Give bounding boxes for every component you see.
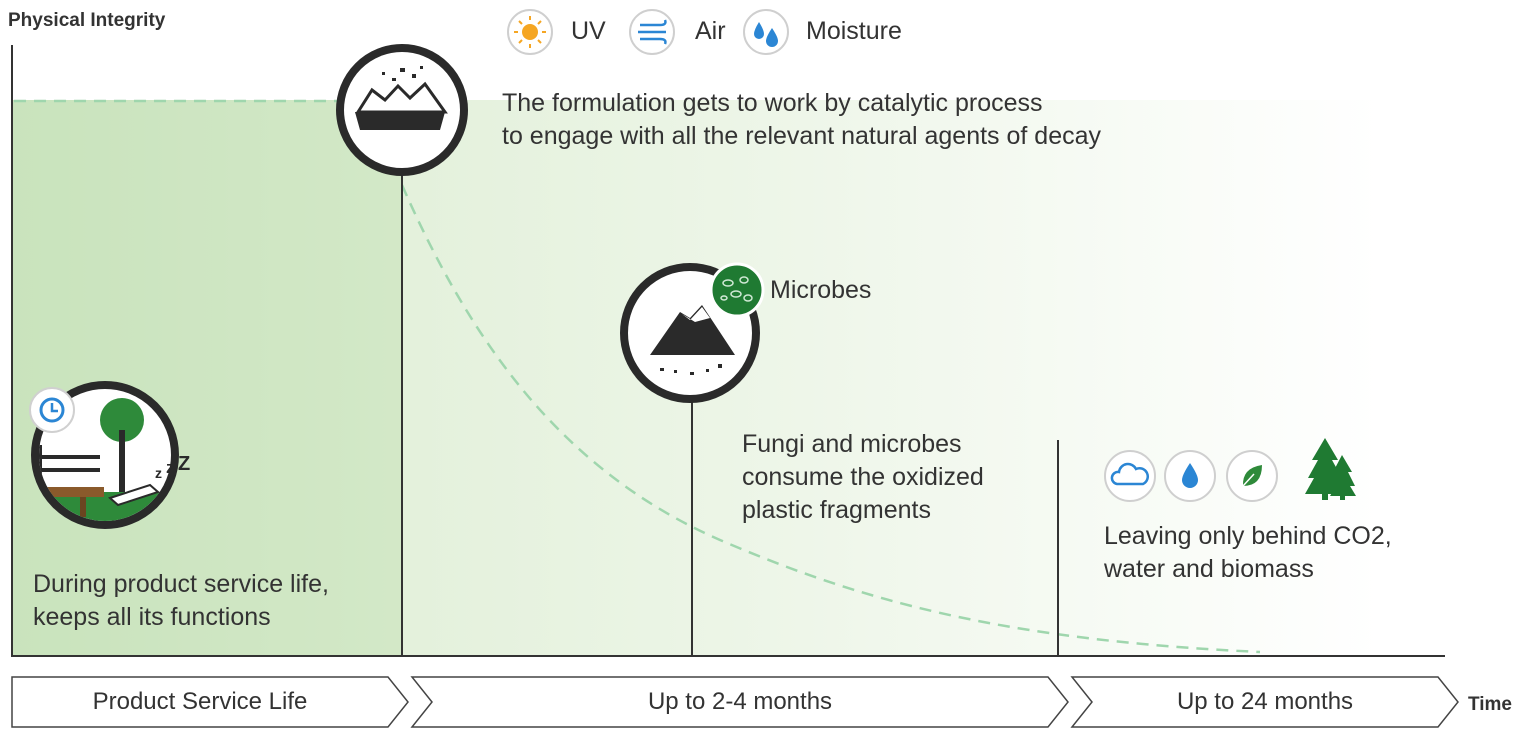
phase-arrow-3	[1070, 676, 1459, 728]
microbes-label: Microbes	[770, 276, 872, 304]
service-life-text-line2: keeps all its functions	[33, 603, 271, 631]
microbes-text: Fungi and microbes consume the oxidized …	[742, 428, 1042, 527]
microbes-text-line3: plastic fragments	[742, 496, 931, 524]
svg-text:z: z	[155, 465, 162, 481]
agent-label-air: Air	[695, 17, 726, 45]
service-life-text: During product service life, keeps all i…	[33, 568, 393, 634]
svg-text:z: z	[166, 458, 175, 477]
phase-label-2-4-months: Up to 2-4 months	[647, 688, 833, 715]
phase-arrow-1	[11, 676, 409, 728]
oxidation-text-line2: to engage with all the relevant natural …	[502, 122, 1102, 150]
oxidation-text-line1: The formulation gets to work by catalyti…	[502, 89, 1043, 117]
service-life-area	[12, 100, 402, 655]
end-text: Leaving only behind CO2, water and bioma…	[1104, 520, 1464, 586]
agent-label-uv: UV	[571, 17, 606, 45]
y-axis-title: Physical Integrity	[8, 10, 166, 31]
sun-icon	[507, 9, 553, 55]
end-text-line2: water and biomass	[1104, 555, 1314, 583]
service-life-text-line1: During product service life,	[33, 570, 329, 598]
water-drops-icon	[743, 9, 789, 55]
microbes-text-line2: consume the oxidized	[742, 463, 984, 491]
phase-arrow-2	[410, 676, 1069, 728]
wind-icon	[629, 9, 675, 55]
container-fragmenting-icon	[336, 44, 468, 176]
oxidation-text: The formulation gets to work by catalyti…	[502, 87, 1222, 153]
phase-label-service-life: Product Service Life	[92, 688, 308, 715]
agent-label-moisture: Moisture	[806, 17, 902, 45]
end-text-line1: Leaving only behind CO2,	[1104, 522, 1392, 550]
svg-text:Z: Z	[178, 453, 190, 475]
clock-icon	[29, 387, 75, 433]
trees-icon	[1305, 438, 1356, 500]
x-axis-title: Time	[1468, 694, 1513, 715]
cloud-icon	[1104, 450, 1156, 502]
microbes-text-line1: Fungi and microbes	[742, 430, 962, 458]
phase-label-24-months: Up to 24 months	[1176, 688, 1354, 715]
microbes-badge-icon	[709, 262, 765, 318]
leaf-icon	[1226, 450, 1278, 502]
water-drop-icon	[1164, 450, 1216, 502]
integrity-decay-curve	[400, 184, 1261, 654]
